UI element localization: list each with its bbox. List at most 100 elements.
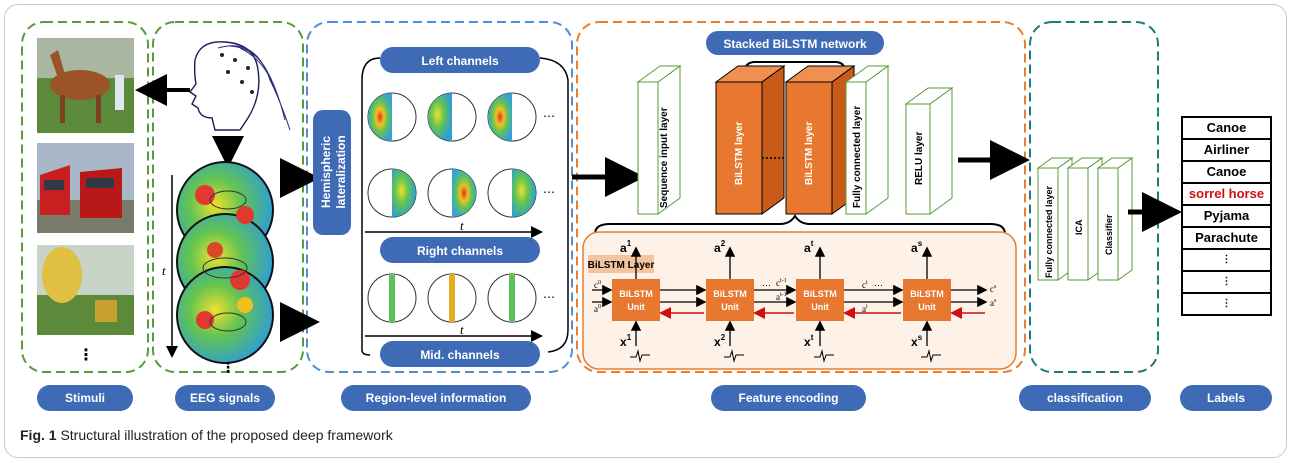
layer-label-3: Fully connected layer: [852, 106, 863, 208]
layer-label-4: RELU layer: [914, 132, 925, 185]
svg-text:at: at: [862, 304, 868, 314]
input-label-1: x1: [620, 333, 632, 349]
svg-text:c0: c0: [594, 280, 601, 290]
svg-text:a0: a0: [594, 304, 601, 314]
output-label-2: a2: [714, 239, 726, 255]
stimulus-image-horse: [37, 38, 134, 133]
stimuli-panel: [21, 21, 149, 373]
svg-text:BiLSTM: BiLSTM: [619, 289, 653, 299]
svg-text:cs: cs: [990, 284, 997, 294]
svg-text:ct: ct: [862, 280, 868, 290]
label-row: sorrel horse: [1181, 182, 1272, 206]
network-title-pill: [706, 31, 884, 55]
labels-pill: Labels: [1180, 385, 1272, 411]
channels-bracket: [361, 57, 381, 356]
svg-text:⋯: ⋯: [762, 280, 771, 290]
output-arrows: [630, 246, 933, 279]
left-channels-label: Left channels: [421, 54, 499, 68]
stimulus-image-trains: [37, 143, 134, 233]
left-channels-pill: [380, 47, 540, 73]
eeg-signals-pill: EEG signals: [175, 385, 275, 411]
input-waveforms: [630, 349, 941, 363]
input-label-t: xt: [804, 333, 814, 349]
caption-text: Structural illustration of the proposed …: [56, 427, 393, 443]
classification-pill: classification: [1019, 385, 1151, 411]
label-row-empty: ⋮: [1181, 248, 1272, 272]
label-row: Canoe: [1181, 116, 1272, 140]
layer-label-1: BiLSTM layer: [734, 122, 745, 185]
bilstm-unit-t: BiLSTM Unit: [796, 279, 844, 321]
classifier-label-2: Classifier: [1104, 214, 1114, 255]
bilstm-layer-1: [714, 65, 786, 215]
svg-text:as: as: [990, 298, 997, 308]
stimuli-ellipsis: ⋮: [78, 345, 94, 364]
region-level-pill: Region-level information: [341, 385, 531, 411]
stimuli-pill: Stimuli: [37, 385, 133, 411]
classifier-label-1: ICA: [1074, 219, 1084, 235]
bilstm-unit-1: BiLSTM Unit: [612, 279, 660, 321]
eeg-panel: [152, 21, 304, 373]
bilstm-unit-2: BiLSTM Unit: [706, 279, 754, 321]
figure-number: Fig. 1: [20, 427, 57, 443]
labels-table: Canoe Airliner Canoe sorrel horse Pyjama…: [1181, 116, 1272, 316]
svg-text:BiLSTM: BiLSTM: [713, 289, 747, 299]
right-channel-maps: ⋯: [367, 168, 555, 218]
svg-text:Unit: Unit: [811, 302, 829, 312]
label-cell: Canoe: [1181, 116, 1272, 140]
svg-text:Unit: Unit: [918, 302, 936, 312]
output-label-t: at: [804, 239, 814, 255]
svg-text:at-1: at-1: [776, 292, 787, 302]
output-label-s: as: [911, 239, 923, 255]
feature-encoding-pill: Feature encoding: [711, 385, 866, 411]
output-label-1: a1: [620, 239, 632, 255]
figure-caption: Fig. 1 Structural illustration of the pr…: [20, 427, 393, 443]
mid-channels-label: Mid. channels: [420, 348, 500, 362]
bilstm-layer-tag-text: BiLSTM Layer: [588, 260, 655, 271]
state-labels: c0 a0 ⋯ ct-1 at-1 ct ⋯ at cs as: [594, 278, 997, 314]
right-channels-pill: [380, 237, 540, 263]
svg-text:⋯: ⋯: [543, 185, 555, 199]
feature-panel: [576, 21, 1026, 373]
region-panel: [306, 21, 573, 373]
bilstm-unit-s: BiLSTM Unit: [903, 279, 951, 321]
mid-channels-pill: [380, 341, 540, 367]
label-cell: Canoe: [1181, 160, 1272, 184]
label-cell: Pyjama: [1181, 204, 1272, 228]
relu-layer: [904, 87, 954, 215]
classifier-ica-layer: [1066, 157, 1104, 281]
lateralization-label: lateralization: [334, 135, 348, 208]
input-label-s: xs: [911, 333, 923, 349]
mid-channel-maps: ⋯: [367, 273, 555, 323]
svg-text:⋯: ⋯: [543, 290, 555, 304]
eeg-time-label: t: [162, 263, 166, 278]
label-row: Canoe: [1181, 160, 1272, 184]
svg-text:⋯: ⋯: [874, 280, 883, 290]
eeg-head-illustration: [188, 41, 291, 131]
fully-connected-layer: [844, 65, 890, 215]
hemispheric-label: Hemispheric: [319, 136, 333, 208]
hemispheric-lateralization-pill: [313, 110, 351, 235]
left-channel-maps: ⋯: [367, 92, 555, 142]
svg-text:⋯: ⋯: [543, 109, 555, 123]
bilstm-brace: [594, 214, 1006, 235]
label-cell: Parachute: [1181, 226, 1272, 250]
network-title: Stacked BiLSTM network: [723, 37, 867, 51]
channels-bracket-right: [539, 57, 569, 353]
svg-text:Unit: Unit: [627, 302, 645, 312]
stimulus-image-balloon: [37, 245, 134, 335]
svg-text:Unit: Unit: [721, 302, 739, 312]
lateral-time-label: t: [460, 218, 464, 233]
layer-label-2: BiLSTM layer: [804, 122, 815, 185]
input-arrows: [630, 320, 933, 346]
svg-text:BiLSTM: BiLSTM: [803, 289, 837, 299]
label-cell-empty: ⋮: [1181, 248, 1272, 272]
bilstm-layer-tag: [588, 255, 654, 273]
label-row: Parachute: [1181, 226, 1272, 250]
mid-time-label: t: [460, 322, 464, 337]
svg-text:ct-1: ct-1: [776, 278, 787, 288]
sequence-input-layer: [636, 65, 682, 215]
label-row-empty: ⋮: [1181, 270, 1272, 294]
label-row: Pyjama: [1181, 204, 1272, 228]
label-cell: Airliner: [1181, 138, 1272, 162]
svg-text:BiLSTM: BiLSTM: [910, 289, 944, 299]
